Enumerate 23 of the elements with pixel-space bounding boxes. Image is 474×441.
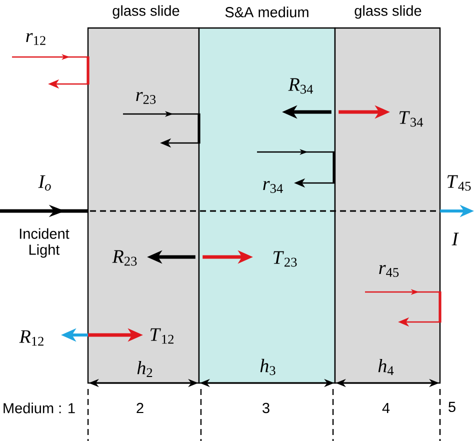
layer-heading: glass slide	[112, 5, 180, 19]
symbol-label: r$_{45}$	[379, 265, 399, 277]
medium-number: 3	[262, 402, 270, 414]
dimension-label: h$_{2}$	[137, 360, 152, 377]
symbol-label: T$_{23}$	[274, 251, 297, 267]
medium-number: 4	[382, 403, 390, 413]
text-label: Incident Light	[20, 228, 70, 258]
symbol-label: r$_{34}$	[263, 181, 283, 193]
layer-heading: S&A medium	[225, 6, 308, 18]
symbol-label: r$_{12}$	[26, 33, 46, 45]
dimension-label: h$_{3}$	[260, 358, 276, 376]
symbol-label: I$_{o}$	[38, 175, 51, 191]
medium-label: Medium : 1	[4, 402, 75, 414]
symbol-label: R$_{23}$	[112, 250, 137, 266]
symbol-label: r$_{23}$	[136, 92, 156, 104]
symbol-label: R$_{12}$	[19, 330, 44, 346]
symbol-label: R$_{34}$	[288, 78, 313, 94]
layer-heading: glass slide	[354, 5, 422, 19]
symbol-label: T$_{34}$	[400, 111, 424, 127]
symbol-label: T$_{12}$	[150, 328, 174, 344]
medium-number: 2	[136, 402, 144, 414]
medium-number: 5	[448, 402, 456, 412]
dimension-label: h$_{4}$	[378, 359, 394, 375]
